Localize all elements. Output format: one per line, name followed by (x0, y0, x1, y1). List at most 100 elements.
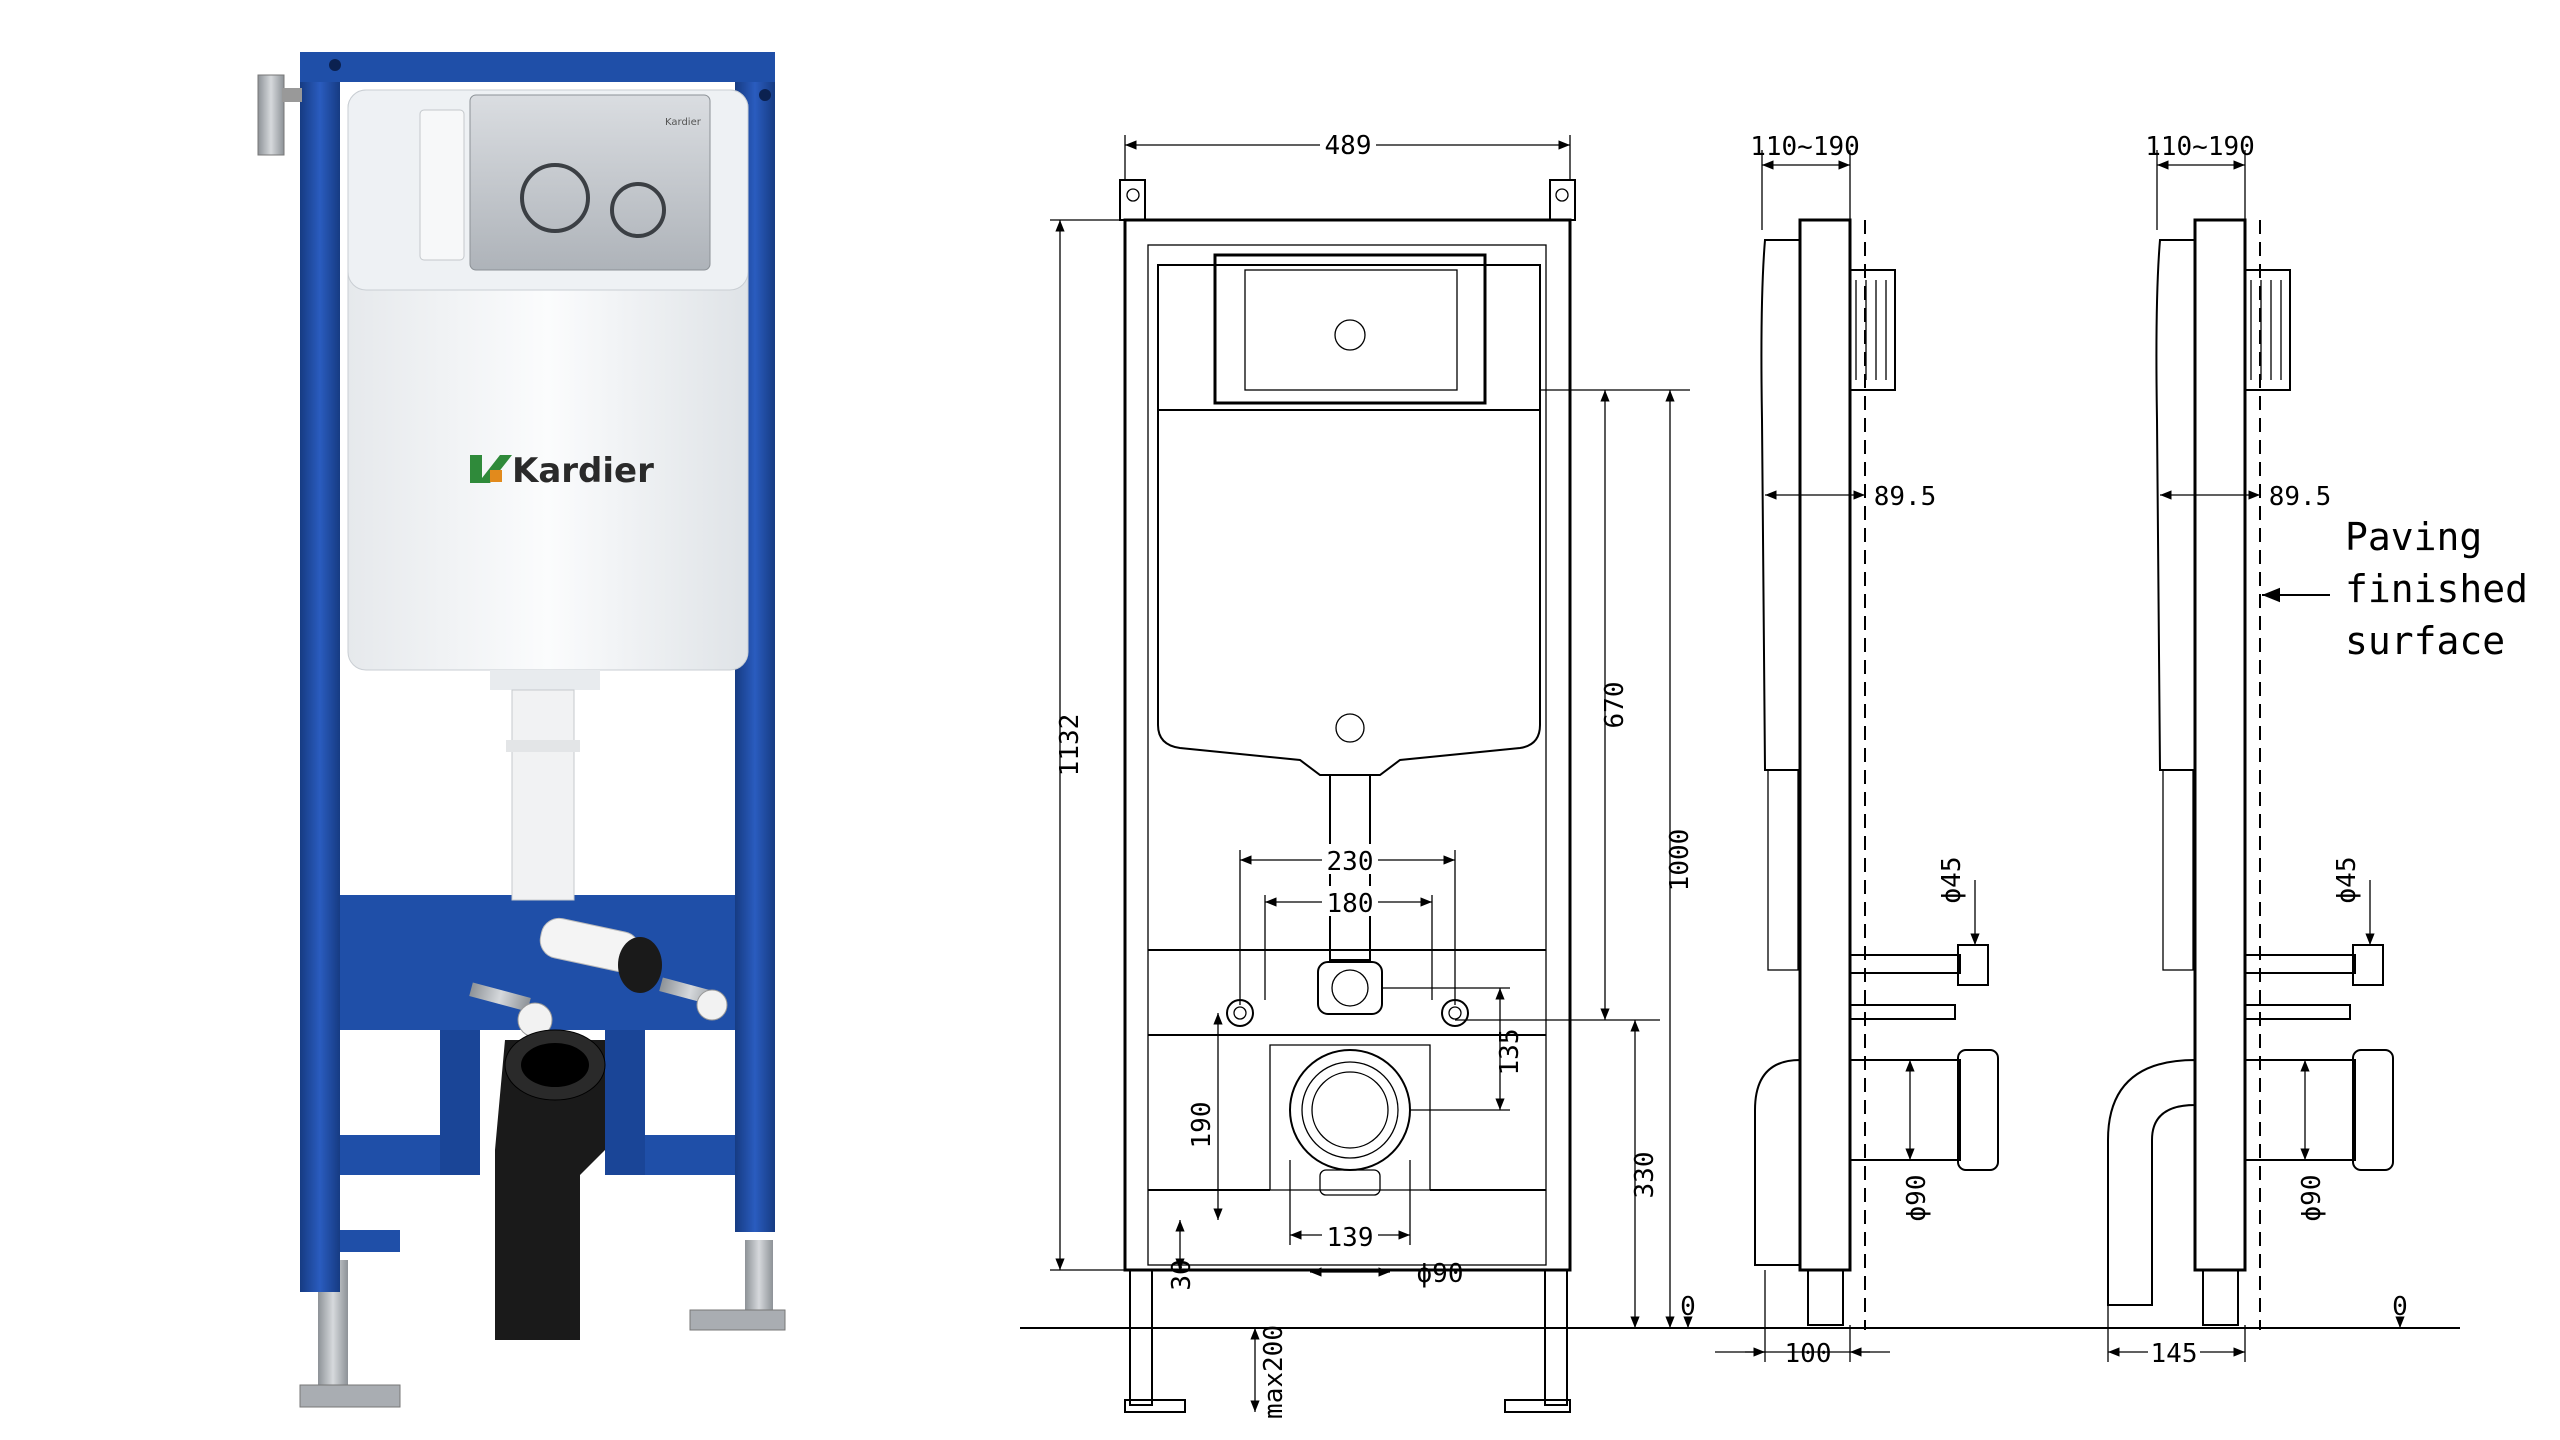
side2-flush-pipe (2162, 769, 2194, 971)
front-waste-outlet-bore (1311, 1071, 1389, 1149)
flush-pipe (511, 689, 575, 901)
front-top-bracket-hole (1555, 188, 1569, 202)
dim-max200: max200 (1259, 1325, 1289, 1419)
bolt-cap-right (696, 989, 728, 1021)
frame-lower-right-strut (605, 1030, 645, 1175)
waste-pipe-inner (521, 1043, 589, 1087)
dim-230: 230 (1327, 847, 1374, 877)
side2-cistern (2155, 239, 2196, 771)
mounting-bolt-left (469, 982, 531, 1012)
side1-leg (1807, 1269, 1844, 1326)
side2-note-line-2: finished (2345, 567, 2528, 611)
side2-note-line-1: Paving (2345, 515, 2482, 559)
frame-bottom-left-foot-rail (340, 1230, 400, 1252)
side1-waste-pipe (1849, 1059, 1961, 1161)
side2-inlet-fitting (2352, 944, 2384, 986)
side2-note-line-3: surface (2345, 619, 2505, 663)
side1-dim-100: 100 (1785, 1339, 1832, 1369)
front-floor-zero: 0 (1680, 1292, 1696, 1322)
dim-total-height: 1132 (1055, 714, 1085, 777)
front-bolt-hole-left-inner (1233, 1006, 1247, 1020)
side2-dim-89-5: 89.5 (2269, 482, 2332, 512)
dim-30: 30 (1167, 1259, 1197, 1290)
flush-button-large (520, 163, 590, 233)
front-top-bracket-hole (1126, 188, 1140, 202)
side1-flush-plate (1849, 269, 1896, 391)
side2-flush-plate (2244, 269, 2291, 391)
front-cistern-drain-mark (1335, 713, 1365, 743)
left-foot-plate (299, 1384, 401, 1408)
dim-label-bg (2148, 1336, 2200, 1366)
side2-bolt (2244, 1004, 2351, 1020)
brand-name: Kardier (512, 451, 654, 491)
front-waste-outlet (1289, 1049, 1411, 1171)
front-flush-valve-center (1334, 319, 1366, 351)
dim-670: 670 (1600, 682, 1630, 729)
side2-frame-post (2193, 218, 2247, 1272)
side2-floor-zero: 0 (2392, 1292, 2408, 1322)
side-view-2-drawing: 110~190 89.5 Paving finished surface ϕ45… (2107, 132, 2528, 1369)
flush-pipe-ring (506, 740, 580, 752)
side2-dim-depth: 110~190 (2145, 132, 2255, 162)
dim-180: 180 (1327, 889, 1374, 919)
side1-flush-pipe (1767, 769, 1799, 971)
flush-plate-label: Kardier (665, 117, 702, 128)
side1-waste-fitting (1957, 1049, 1999, 1171)
side2-waste-bend (2107, 1058, 2196, 1306)
cistern-outlet (490, 670, 600, 690)
frame-bolt (759, 89, 771, 101)
front-view-drawing: 489 1132 1000 670 330 0 230 180 (1020, 128, 2460, 1419)
water-inlet-fitting (618, 937, 662, 993)
dim-190: 190 (1187, 1102, 1217, 1149)
frame-lower-left-strut (440, 1030, 480, 1175)
flush-button-small (610, 182, 666, 238)
front-top-bracket-left (1119, 179, 1146, 221)
side1-bolt (1849, 1004, 1956, 1020)
dim-label-bg (1322, 886, 1378, 916)
waste-pipe (495, 1040, 605, 1340)
front-waste-bracket (1269, 1044, 1431, 1191)
dim-330: 330 (1630, 1152, 1660, 1199)
side1-cistern (1760, 239, 1801, 771)
front-frame-inner (1147, 244, 1547, 1266)
side1-inlet-fitting (1957, 944, 1989, 986)
front-flush-opening (1213, 253, 1487, 405)
flush-plate (469, 94, 711, 271)
side2-dim-dia-90: ϕ90 (2297, 1175, 2327, 1222)
dim-139: 139 (1327, 1223, 1374, 1253)
brand-logo (470, 455, 512, 483)
side2-inlet-pipe (2244, 954, 2356, 974)
cistern-side-valve (419, 109, 465, 261)
frame-top-rail (300, 52, 775, 82)
side2-dim-145: 145 (2151, 1339, 2198, 1369)
front-foot-right (1504, 1399, 1571, 1413)
product-photo: Kardier Kardier (257, 52, 786, 1408)
right-foot-plate (689, 1309, 786, 1331)
right-foot-leg (745, 1240, 773, 1320)
dim-dia-90: ϕ90 (1417, 1259, 1464, 1289)
wall-bracket (257, 74, 285, 156)
dim-label-bg (1320, 128, 1376, 158)
frame-bolt (329, 59, 341, 71)
wall-bracket-tab (282, 88, 302, 102)
front-leg-right (1544, 1269, 1568, 1406)
side2-leg (2202, 1269, 2239, 1326)
dim-label-bg (1322, 1220, 1378, 1250)
frame-left-post (300, 52, 340, 1292)
front-bolt-hole-right-inner (1448, 1006, 1462, 1020)
brand-logo-accent (490, 470, 502, 482)
side-view-1-drawing: 110~190 89.5 ϕ45 ϕ90 100 (1715, 132, 1999, 1369)
front-waste-outlet-ring (1301, 1061, 1399, 1159)
front-leg-left (1129, 1269, 1153, 1406)
front-foot-left (1124, 1399, 1186, 1413)
front-top-bracket-right (1549, 179, 1576, 221)
side1-frame-post (1798, 218, 1852, 1272)
brand-logo-mark (470, 455, 512, 483)
front-flush-opening-inner (1244, 269, 1458, 391)
side1-inlet-pipe (1849, 954, 1961, 974)
side1-dim-depth: 110~190 (1750, 132, 1860, 162)
side2-dim-dia-45: ϕ45 (2332, 857, 2362, 904)
dim-135: 135 (1495, 1029, 1525, 1076)
